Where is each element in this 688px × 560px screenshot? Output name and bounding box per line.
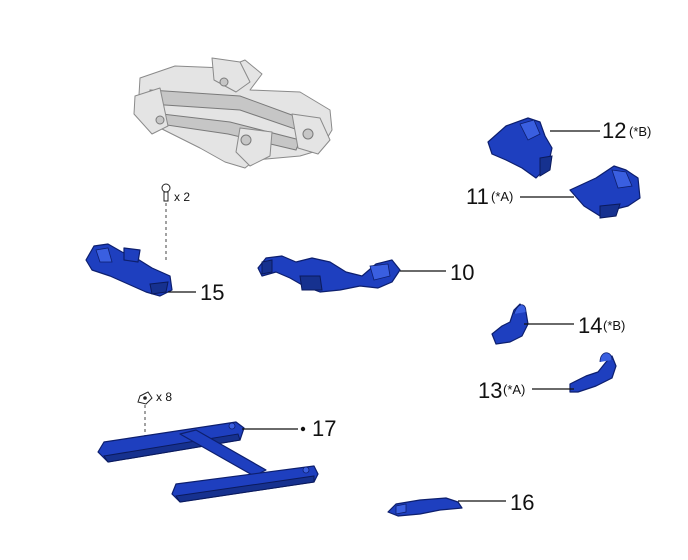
part-11: [520, 165, 641, 219]
callout-14-number: 14: [578, 313, 602, 338]
part-16: [387, 497, 506, 517]
part-14: [491, 303, 574, 345]
callout-10-number: 10: [450, 260, 474, 285]
callout-11-note: (*A): [491, 189, 513, 204]
bolt-quantity: x 2: [174, 190, 190, 204]
seat-frame-assembly: [133, 57, 333, 169]
callout-16-number: 16: [510, 490, 534, 515]
callout-12-note: (*B): [629, 124, 651, 139]
nut-quantity: x 8: [156, 390, 172, 404]
callout-13-note: (*A): [503, 382, 525, 397]
part-15: [85, 243, 196, 297]
callout-14-note: (*B): [603, 318, 625, 333]
part-13: [532, 352, 617, 393]
bolt-icon: [161, 183, 171, 202]
callout-17-number: 17: [312, 416, 336, 441]
nut-icon: [137, 391, 153, 405]
callout-12-number: 12: [602, 118, 626, 143]
callout-15-number: 15: [200, 280, 224, 305]
callout-13-number: 13: [478, 378, 502, 403]
callout-11-number: 11: [466, 184, 489, 209]
part-12: [487, 117, 600, 179]
part-10: [257, 255, 446, 293]
part-17: [97, 421, 319, 503]
